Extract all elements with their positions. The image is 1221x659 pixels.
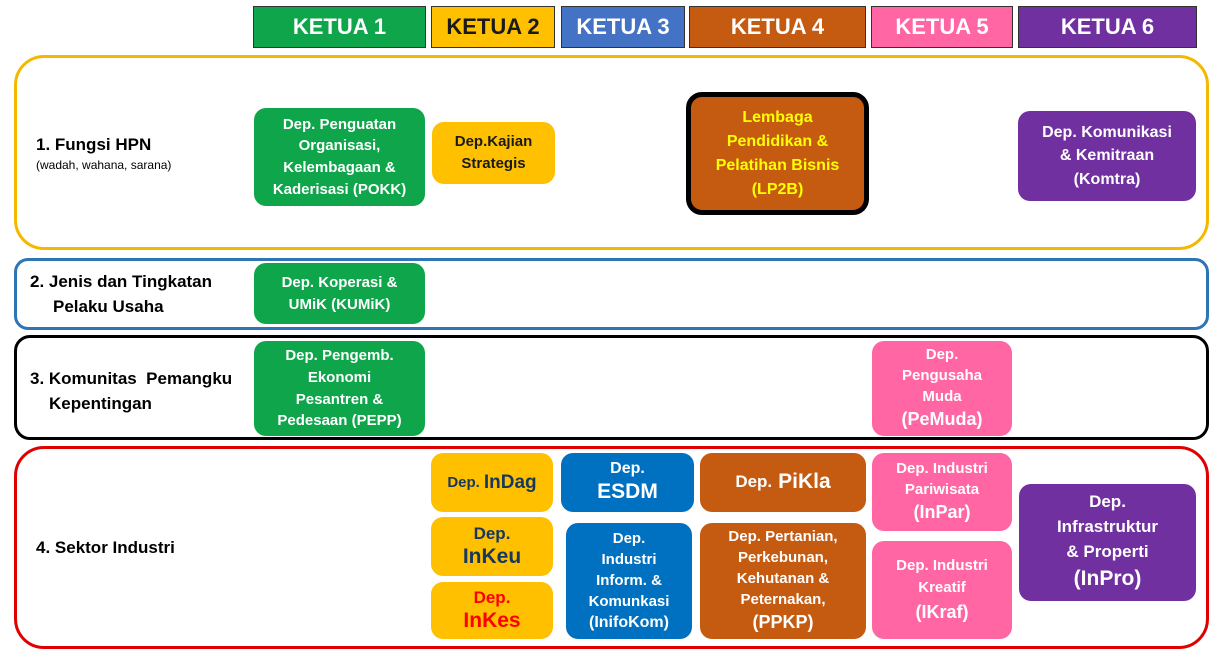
box-line: Pesantren & (295, 390, 384, 408)
box-line: Perkebunan, (737, 549, 829, 567)
box-line: Pelatihan Bisnis (715, 156, 840, 174)
box-line: (LP2B) (751, 180, 804, 198)
box-line: Dep. Komunikasi (1042, 124, 1172, 142)
row-label-fungsi-hpn: 1. Fungsi HPN (wadah, wahana, sarana) (36, 133, 171, 173)
box-line: Dep. Pertanian, (728, 528, 838, 546)
header-ketua-5: KETUA 5 (871, 6, 1013, 48)
box-line: Pendidikan & (726, 132, 829, 150)
box-inpar: Dep. Industri Pariwisata (InPar) (872, 453, 1012, 531)
box-line: Dep. (925, 346, 959, 364)
box-line: Komunkasi (588, 592, 670, 610)
box-line: Dep. Industri (896, 557, 988, 575)
box-line: Infrastruktur (1056, 516, 1159, 536)
box-line: Pedesaan (PEPP) (277, 412, 402, 430)
row-label-line: 2. Jenis dan Tingkatan (30, 272, 213, 291)
box-inkeu: Dep. InKeu (431, 517, 553, 576)
band-jenis-tingkatan (14, 258, 1209, 330)
box-inkes: Dep. InKes (431, 582, 553, 639)
box-line: & Properti (1066, 541, 1149, 561)
box-line: Dep. (610, 460, 645, 478)
row-label-text: 1. Fungsi HPN (36, 135, 152, 154)
band-fungsi-hpn (14, 55, 1209, 250)
box-line: UMiK (KUMiK) (288, 295, 391, 313)
box-line: (IKraf) (915, 601, 969, 622)
box-line: Dep. (473, 523, 511, 543)
row-label-jenis-tingkatan: 2. Jenis dan Tingkatan Pelaku Usaha (30, 270, 212, 319)
box-line: (PPKP) (752, 612, 814, 633)
box-line: Dep. Koperasi & (281, 273, 398, 291)
header-ketua-2: KETUA 2 (431, 6, 555, 48)
box-ikraf: Dep. Industri Kreatif (IKraf) (872, 541, 1012, 639)
box-pemuda: Dep. Pengusaha Muda (PeMuda) (872, 341, 1012, 436)
box-line: Strategis (461, 155, 526, 172)
box-line: Dep. (612, 529, 646, 547)
band-sektor-industri (14, 446, 1209, 649)
box-line: Lembaga (742, 108, 813, 126)
box-line: Dep. (735, 472, 773, 492)
box-lp2b: Lembaga Pendidikan & Pelatihan Bisnis (L… (686, 92, 869, 215)
box-line: (Komtra) (1073, 170, 1141, 188)
row-label-sektor-industri: 4. Sektor Industri (36, 536, 175, 561)
box-line: (InPar) (913, 502, 971, 523)
box-line: (PeMuda) (901, 409, 983, 430)
box-line: & Kemitraan (1059, 147, 1155, 165)
box-line: Dep. (447, 473, 480, 491)
box-line: Dep. Pengemb. (285, 347, 394, 364)
box-line: Kaderisasi (POKK) (272, 180, 407, 198)
box-infokom: Dep. Industri Inform. & Komunkasi (Inifo… (566, 523, 692, 639)
box-komtra: Dep. Komunikasi & Kemitraan (Komtra) (1018, 111, 1196, 201)
box-line: Kreatif (918, 578, 966, 596)
box-line: Muda (922, 388, 962, 406)
box-inpro: Dep. Infrastruktur & Properti (InPro) (1019, 484, 1196, 601)
box-line: Dep. Industri (896, 460, 988, 478)
box-line: Dep.Kajian (454, 133, 533, 151)
box-line: Ekonomi (307, 368, 372, 386)
box-line: (InPro) (1073, 567, 1142, 591)
box-line: Organisasi, (298, 137, 381, 155)
row-label-text: 4. Sektor Industri (36, 538, 175, 557)
box-line: Industri (601, 550, 657, 568)
box-line: Pariwisata (904, 481, 980, 499)
box-line: InDag (483, 471, 537, 493)
box-kumik: Dep. Koperasi & UMiK (KUMiK) (254, 263, 425, 324)
band-komunitas (14, 335, 1209, 440)
box-pokk: Dep. Penguatan Organisasi, Kelembagaan &… (254, 108, 425, 206)
box-line: Pengusaha (901, 367, 983, 385)
header-ketua-1: KETUA 1 (253, 6, 426, 48)
box-line: Kelembagaan & (283, 159, 396, 176)
box-line: Dep. (1089, 492, 1126, 512)
box-line: Peternakan, (740, 591, 826, 609)
box-indag: Dep. InDag (431, 453, 553, 512)
box-line: Dep. Penguatan (282, 115, 397, 133)
box-line: InKeu (462, 545, 522, 568)
header-ketua-3: KETUA 3 (561, 6, 685, 48)
row-label-line: 3. Komunitas Pemangku (30, 369, 233, 388)
box-line: Dep. (473, 587, 511, 607)
row-label-komunitas: 3. Komunitas Pemangku Kepentingan (30, 367, 232, 416)
box-esdm: Dep. ESDM (561, 453, 694, 512)
box-line: Inform. & (596, 571, 662, 589)
box-kajian-strategis: Dep.Kajian Strategis (432, 122, 555, 184)
box-pepp: Dep. Pengemb. Ekonomi Pesantren & Pedesa… (254, 341, 425, 436)
box-line: Kehutanan & (736, 570, 830, 588)
header-ketua-6: KETUA 6 (1018, 6, 1197, 48)
row-label-line: Kepentingan (49, 393, 152, 413)
box-ppkp: Dep. Pertanian, Perkebunan, Kehutanan & … (700, 523, 866, 639)
box-line: InKes (463, 609, 521, 632)
header-ketua-4: KETUA 4 (689, 6, 866, 48)
box-line: PiKla (778, 470, 831, 494)
row-label-line: Pelaku Usaha (53, 296, 164, 316)
box-line: ESDM (597, 480, 658, 504)
row-sublabel: (wadah, wahana, sarana) (36, 157, 172, 172)
box-line: (InifoKom) (589, 613, 669, 631)
box-pikla: Dep. PiKla (700, 453, 866, 512)
